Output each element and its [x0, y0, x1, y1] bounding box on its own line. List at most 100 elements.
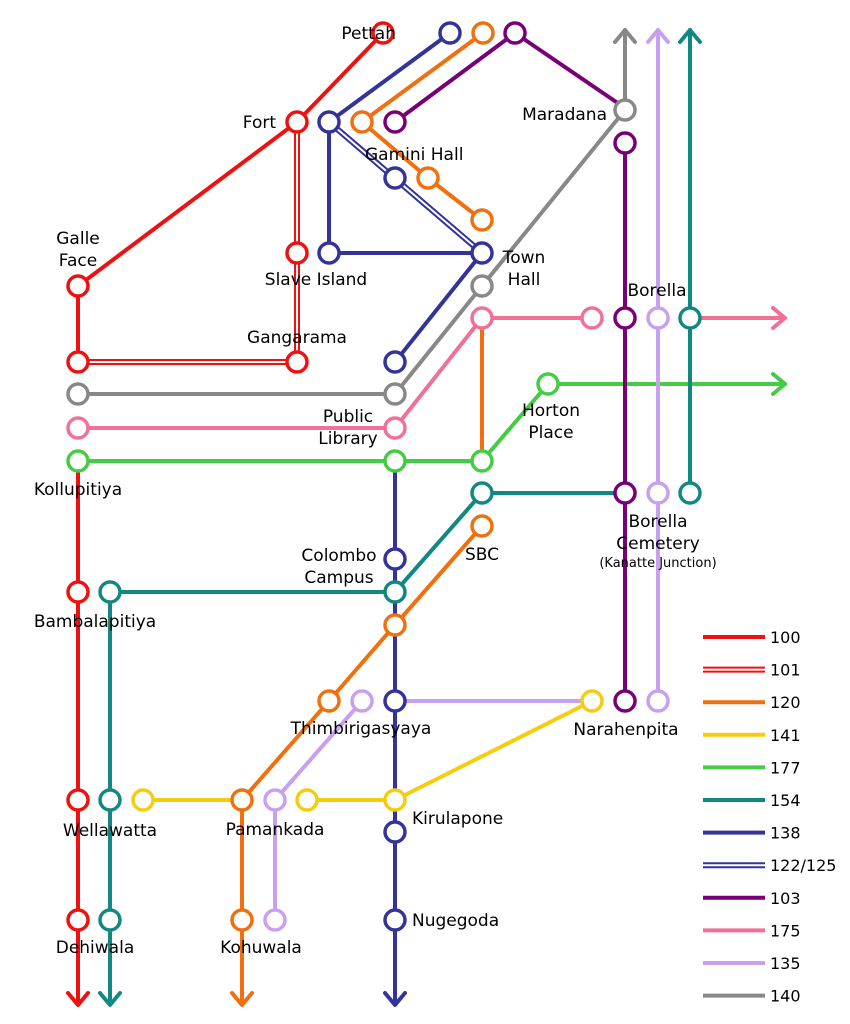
stop-galle-face[interactable]	[66, 274, 90, 298]
stop-kohuwala-orange[interactable]	[230, 908, 254, 932]
label-sbc: SBC	[465, 545, 499, 565]
stop-pettah-red[interactable]	[371, 21, 395, 45]
route-122-125-line-inner	[328, 121, 483, 254]
stop-thimbirigasyaya-navy[interactable]	[383, 689, 407, 713]
route-120-line-north[interactable]	[360, 31, 485, 222]
stop-town-hall-pink[interactable]	[470, 306, 494, 330]
stop-maradana[interactable]	[613, 98, 637, 122]
stop-pettah-navy[interactable]	[438, 21, 462, 45]
legend-item-140: 140	[703, 987, 801, 1006]
stop-kollupitiya[interactable]	[66, 449, 90, 473]
stop-slave-island-red[interactable]	[285, 241, 309, 265]
route-100-line[interactable]	[76, 31, 385, 364]
stop-borella-cemetery-purple[interactable]	[613, 481, 637, 505]
stop-pamankada-orange[interactable]	[230, 788, 254, 812]
stop-pettah-orange[interactable]	[471, 21, 495, 45]
stop-bambalapitiya-teal[interactable]	[98, 580, 122, 604]
stop-sbc[interactable]	[470, 514, 494, 538]
stop-borella-purple[interactable]	[613, 306, 637, 330]
stop-maradana-purple[interactable]	[613, 131, 637, 155]
legend-item-135: 135	[703, 954, 801, 973]
label-horton-place-2: Place	[528, 423, 573, 443]
stop-orange-mid[interactable]	[383, 613, 407, 637]
stop-thimbirigasyaya-orange[interactable]	[317, 689, 341, 713]
stop-gangarama-west[interactable]	[66, 350, 90, 374]
label-pamankada: Pamankada	[226, 820, 325, 840]
label-gangarama: Gangarama	[247, 328, 347, 348]
stop-public-library-pink[interactable]	[383, 416, 407, 440]
stop-grey-west[interactable]	[66, 382, 90, 406]
stop-thimbirigasyaya-lavender[interactable]	[350, 689, 374, 713]
stop-fort-orange[interactable]	[350, 110, 374, 134]
stop-colombo-campus-navy[interactable]	[383, 547, 407, 571]
stop-gamini-hall-navy[interactable]	[383, 166, 407, 190]
label-dehiwala: Dehiwala	[56, 938, 135, 958]
route-120-line-south[interactable]	[240, 524, 484, 1005]
stop-colombo-campus-teal[interactable]	[383, 580, 407, 604]
stop-bambalapitiya-red[interactable]	[66, 580, 90, 604]
stop-borella-pink[interactable]	[580, 306, 604, 330]
stop-public-library-grey[interactable]	[383, 382, 407, 406]
route-138-line-north[interactable]	[327, 31, 484, 255]
stop-wellawatta-yellow[interactable]	[131, 788, 155, 812]
stop-narahenpita-lavender[interactable]	[646, 689, 670, 713]
route-175-arrow	[771, 306, 787, 330]
route-140-pettah[interactable]	[513, 31, 627, 110]
stop-town-hall-navy[interactable]	[470, 241, 494, 265]
stop-fort-purple[interactable]	[383, 110, 407, 134]
stop-fort-navy[interactable]	[317, 110, 341, 134]
legend-label: 100	[770, 628, 801, 647]
route-154-arrow-north	[678, 28, 702, 44]
stop-pink-west[interactable]	[66, 416, 90, 440]
stop-kirulapone-navy[interactable]	[383, 820, 407, 844]
stop-kohuwala-lavender[interactable]	[263, 908, 287, 932]
route-103-line-north[interactable]	[393, 31, 517, 124]
stop-public-library-navy[interactable]	[383, 350, 407, 374]
route-177-line[interactable]	[76, 382, 787, 463]
stop-town-hall-orange[interactable]	[470, 208, 494, 232]
stop-dehiwala-red[interactable]	[66, 908, 90, 932]
label-horton-place-1: Horton	[522, 401, 580, 421]
route-175-line[interactable]	[76, 316, 594, 430]
stop-borella-cemetery-lavender[interactable]	[646, 481, 670, 505]
stop-kirulapone-yellow[interactable]	[383, 788, 407, 812]
label-wellawatta: Wellawatta	[63, 821, 157, 841]
legend-item-138: 138	[703, 824, 801, 843]
stop-public-library-green[interactable]	[383, 449, 407, 473]
stop-narahenpita-yellow[interactable]	[580, 689, 604, 713]
label-galle-face-1: Galle	[56, 229, 100, 249]
legend-item-100: 100	[703, 628, 801, 647]
stop-horton-green[interactable]	[470, 449, 494, 473]
stop-gamini-hall-orange[interactable]	[416, 166, 440, 190]
stop-borella-cemetery-teal[interactable]	[678, 481, 702, 505]
route-140-line[interactable]	[76, 28, 627, 396]
stop-pamankada-yellow[interactable]	[295, 788, 319, 812]
legend-label: 101	[770, 661, 801, 680]
stop-borella-lavender[interactable]	[646, 306, 670, 330]
stop-wellawatta-teal[interactable]	[98, 788, 122, 812]
route-140-arrow	[613, 28, 637, 44]
stop-town-hall-grey[interactable]	[470, 274, 494, 298]
label-pettah: Pettah	[341, 24, 396, 44]
stop-pamankada-lavender[interactable]	[263, 788, 287, 812]
label-galle-face-2: Face	[59, 251, 97, 271]
stop-horton-place[interactable]	[536, 372, 560, 396]
stop-gangarama[interactable]	[285, 350, 309, 374]
stop-pettah-purple[interactable]	[503, 21, 527, 45]
route-177-arrow	[771, 372, 787, 396]
stop-slave-island-navy[interactable]	[317, 241, 341, 265]
stop-dehiwala-teal[interactable]	[98, 908, 122, 932]
label-borella-cemetery-1: Borella	[628, 512, 687, 532]
label-kirulapone: Kirulapone	[412, 809, 503, 829]
legend-item-177: 177	[703, 758, 801, 777]
stop-borella-teal[interactable]	[678, 306, 702, 330]
stop-narahenpita-purple[interactable]	[613, 689, 637, 713]
stop-cemetery-teal-west[interactable]	[470, 481, 494, 505]
route-120-arrow	[230, 991, 254, 1007]
route-138-line[interactable]	[393, 251, 484, 364]
stop-wellawatta-red[interactable]	[66, 788, 90, 812]
stop-nugegoda[interactable]	[383, 908, 407, 932]
label-kohuwala: Kohuwala	[220, 938, 302, 958]
stop-fort-red[interactable]	[285, 110, 309, 134]
